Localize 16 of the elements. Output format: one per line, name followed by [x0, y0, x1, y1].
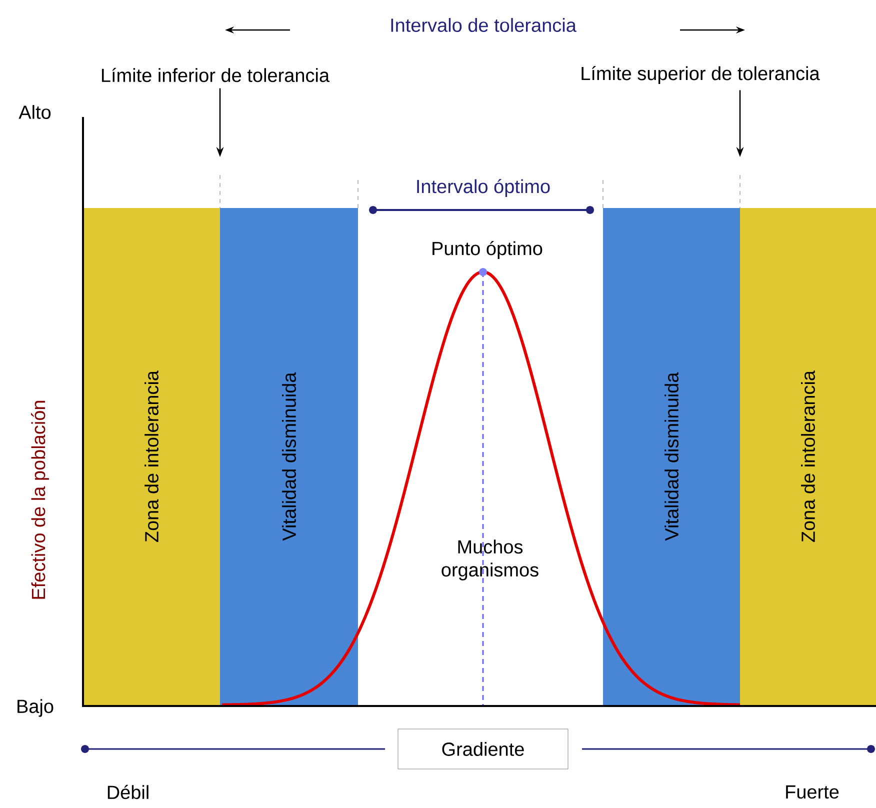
text-label: Intervalo óptimo [417, 179, 550, 197]
text-label: Punto óptimo [432, 241, 542, 259]
limit-label: Límite superior de tolerancia [582, 66, 820, 84]
text-label: Intervalo de tolerancia [391, 18, 576, 32]
zone-band: Zona de intolerancia [740, 208, 876, 705]
text-label: Fuerte [786, 785, 839, 799]
zone-band: Vitalidad disminuida [603, 208, 740, 705]
text-label: Débil [108, 784, 148, 800]
zone-band: Zona de intolerancia [83, 208, 220, 705]
limit-label: Límite inferior de tolerancia [102, 68, 330, 82]
zone-band: Vitalidad disminuida [220, 208, 358, 705]
gradient-box: Gradiente [398, 728, 568, 770]
text-label: Bajo [18, 699, 54, 717]
text-label: Muchos organismos [442, 540, 538, 580]
text-label: Efectivo de la población [31, 400, 49, 599]
text-label: Alto [18, 105, 51, 119]
